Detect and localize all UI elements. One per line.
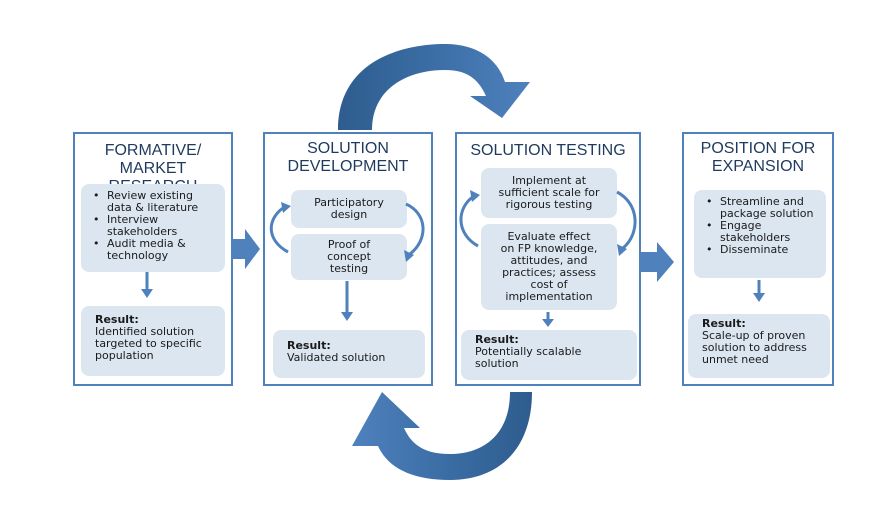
panel-title: POSITION FOR EXPANSION (700, 140, 816, 175)
down-arrow-icon (341, 281, 353, 321)
curved-arrow-top-icon (338, 44, 530, 130)
down-arrow-icon (753, 280, 765, 302)
down-arrow-icon (542, 312, 554, 327)
result-box: Result: Identified solution targeted to … (81, 306, 225, 376)
list-item: Streamline and package solution (694, 196, 822, 220)
activity-list: Review existing data & literature Interv… (81, 190, 225, 262)
cycle-arrow-left-icon (459, 190, 480, 248)
result-box: Result: Validated solution (273, 330, 425, 378)
list-item: Interview stakeholders (81, 214, 221, 238)
cycle-arrow-right-icon (404, 202, 425, 262)
cycle-arrow-right-icon (616, 190, 637, 256)
cycle-arrow-left-icon (269, 202, 291, 254)
step-box: Evaluate effect on FP knowledge, attitud… (481, 224, 617, 310)
panel-solution-development: SOLUTION DEVELOPMENT Participatory desig… (263, 132, 433, 386)
result-label: Result: (287, 339, 331, 352)
list-item: Disseminate (694, 244, 822, 257)
panel-position-for-expansion: POSITION FOR EXPANSION Streamline and pa… (682, 132, 834, 386)
result-box: Result: Potentially scalable solution (461, 330, 637, 380)
step-box: Participatory design (291, 190, 407, 228)
step-box: Proof of concept testing (291, 234, 407, 280)
result-label: Result: (475, 333, 519, 346)
result-box: Result: Scale-up of proven solution to a… (688, 314, 830, 378)
result-label: Result: (95, 313, 139, 326)
result-text: Validated solution (287, 351, 386, 364)
activities-box: Review existing data & literature Interv… (81, 184, 225, 272)
panel-title: SOLUTION DEVELOPMENT (287, 140, 409, 175)
panel-title: SOLUTION TESTING (470, 142, 626, 159)
panel-formative-research: FORMATIVE/ MARKET RESEARCH Review existi… (73, 132, 233, 386)
list-item: Review existing data & literature (81, 190, 221, 214)
result-text: Potentially scalable solution (475, 345, 582, 370)
down-arrow-icon (141, 272, 153, 298)
result-text: Scale-up of proven solution to address u… (702, 329, 807, 366)
panel-solution-testing: SOLUTION TESTING Implement at sufficient… (455, 132, 641, 386)
step-box: Implement at sufficient scale for rigoro… (481, 168, 617, 218)
curved-arrow-bottom-icon (352, 392, 532, 480)
activity-list: Streamline and package solution Engage s… (694, 196, 826, 257)
list-item: Audit media & technology (81, 238, 221, 262)
right-arrow-icon (233, 229, 260, 269)
result-label: Result: (702, 317, 746, 330)
right-arrow-icon (641, 242, 674, 282)
result-text: Identified solution targeted to specific… (95, 325, 202, 362)
list-item: Engage stakeholders (694, 220, 822, 244)
activities-box: Streamline and package solution Engage s… (694, 190, 826, 278)
